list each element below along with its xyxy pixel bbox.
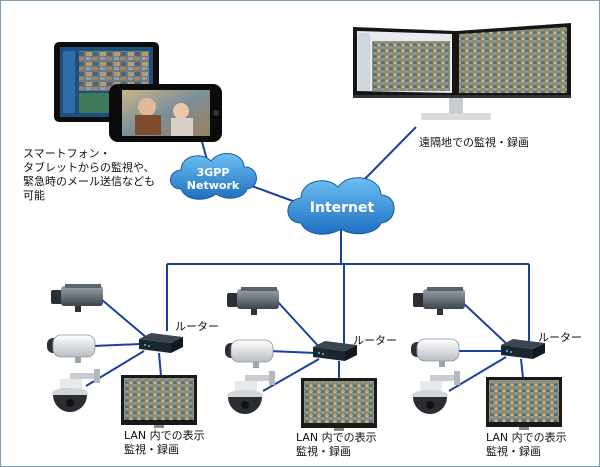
smartphone-caption-line-3: 緊急時のメール送信なども xyxy=(23,175,155,188)
line-s3-dome xyxy=(448,356,507,392)
router-label-2: ルーター xyxy=(353,334,397,347)
lan-caption-1-line-2: 監視・録画 xyxy=(124,443,179,456)
box-camera-icon xyxy=(227,287,279,315)
box-camera-icon xyxy=(51,284,103,312)
threegpp-label-1: 3GPP xyxy=(197,166,230,179)
line-s1-monitor xyxy=(158,352,162,377)
line-s2-box xyxy=(276,300,322,350)
bullet-camera-icon xyxy=(47,334,96,363)
dual-monitor-icon xyxy=(353,23,571,120)
site-1 xyxy=(47,284,197,428)
lan-caption-1: LAN 内での表示 監視・録画 xyxy=(124,429,205,457)
monitor-icon xyxy=(121,375,197,428)
dome-camera-icon xyxy=(412,371,460,414)
site-2 xyxy=(225,287,377,431)
lan-caption-1-line-1: LAN 内での表示 xyxy=(124,429,205,442)
router-label-3: ルーター xyxy=(538,331,582,344)
line-s2-dome xyxy=(262,358,320,392)
box-camera-icon xyxy=(413,287,465,315)
line-s3-box xyxy=(460,300,510,347)
lan-caption-2-line-2: 監視・録画 xyxy=(296,445,351,458)
lan-caption-2-line-1: LAN 内での表示 xyxy=(296,431,377,444)
remote-caption: 遠隔地での監視・録画 xyxy=(419,136,529,149)
router-icon xyxy=(313,341,357,361)
monitor-icon xyxy=(301,378,377,431)
smartphone-caption: スマートフォン・ タブレットからの監視や、 緊急時のメール送信なども 可能 xyxy=(23,147,155,203)
router-label-1: ルーター xyxy=(175,320,219,333)
line-s2-bullet xyxy=(268,350,317,354)
smartphone-caption-line-1: スマートフォン・ xyxy=(23,147,111,160)
dome-camera-icon xyxy=(52,369,100,412)
lan-caption-2: LAN 内での表示 監視・録画 xyxy=(296,431,377,459)
threegpp-label-2: Network xyxy=(187,179,240,192)
smartphone-caption-line-2: タブレットからの監視や、 xyxy=(23,161,155,174)
smartphone-caption-line-4: 可能 xyxy=(23,189,45,202)
lan-caption-3-line-2: 監視・録画 xyxy=(486,445,541,458)
dome-camera-icon xyxy=(227,371,275,414)
line-s1-box xyxy=(100,298,148,339)
lan-caption-3: LAN 内での表示 監視・録画 xyxy=(486,431,567,459)
monitor-icon xyxy=(486,377,562,430)
smartphone-icon xyxy=(109,84,222,142)
line-s3-monitor xyxy=(520,358,524,379)
router-icon xyxy=(139,333,183,353)
site-3 xyxy=(411,287,562,430)
line-s1-bullet xyxy=(92,343,142,347)
router-icon xyxy=(501,339,545,359)
lan-caption-3-line-1: LAN 内での表示 xyxy=(486,431,567,444)
bullet-camera-icon xyxy=(411,338,460,367)
threegpp-cloud: 3GPP Network xyxy=(170,152,257,200)
internet-label: Internet xyxy=(310,200,375,216)
bullet-camera-icon xyxy=(225,339,274,368)
internet-cloud: Internet xyxy=(287,177,395,235)
